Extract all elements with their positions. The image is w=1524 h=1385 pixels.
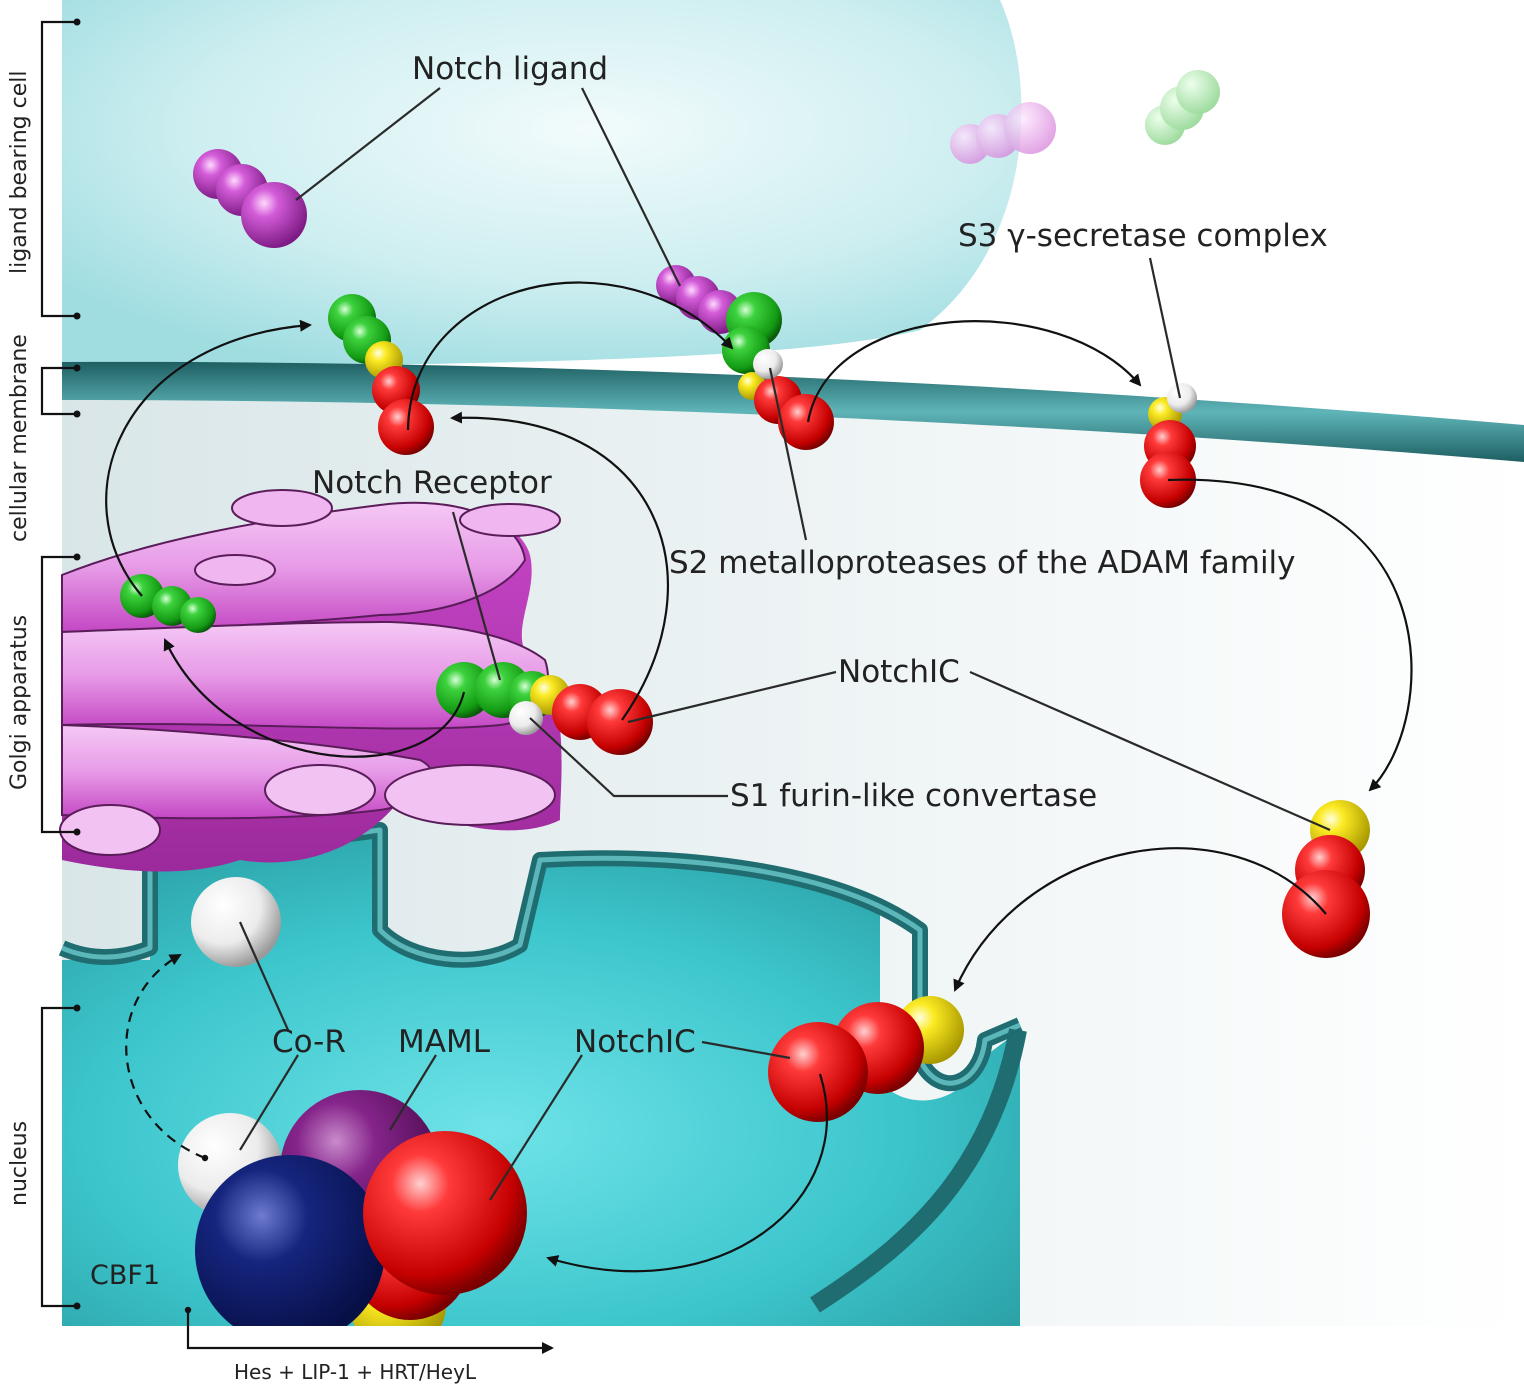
bracket-label-golgi: Golgi apparatus bbox=[7, 615, 32, 790]
label-notchic-cytoplasm: NotchIC bbox=[838, 654, 960, 690]
bracket-endpoints bbox=[73, 18, 81, 1310]
label-notchic-nucleus: NotchIC bbox=[574, 1024, 696, 1060]
faded-ligand-pair bbox=[950, 70, 1220, 164]
label-cbf1: CBF1 bbox=[90, 1260, 160, 1291]
transcription-complex bbox=[178, 1090, 527, 1353]
label-target-genes: Hes + LIP-1 + HRT/HeyL bbox=[234, 1360, 477, 1384]
co-r-free bbox=[191, 877, 281, 967]
label-notch-receptor: Notch Receptor bbox=[312, 465, 552, 501]
ligand-bearing-cell bbox=[62, 0, 1022, 368]
label-s2-metalloproteases: S2 metalloproteases of the ADAM family bbox=[669, 545, 1296, 581]
notch-ligand-free bbox=[193, 149, 307, 248]
bottom-margin bbox=[0, 1326, 1524, 1385]
label-notch-ligand: Notch ligand bbox=[412, 51, 608, 87]
bracket-label-nucleus: nucleus bbox=[7, 1121, 32, 1206]
leader-lines bbox=[238, 87, 1331, 1201]
pathway-arrows bbox=[105, 281, 1413, 1354]
label-s1-furin: S1 furin-like convertase bbox=[730, 778, 1097, 814]
notch-receptor-membrane bbox=[328, 294, 434, 455]
label-co-r: Co-R bbox=[272, 1024, 346, 1060]
side-brackets bbox=[40, 20, 77, 1308]
bracket-label-membrane: cellular membrane bbox=[7, 334, 32, 542]
golgi-notch-receptor bbox=[436, 662, 653, 755]
label-s3-secretase: S3 γ-secretase complex bbox=[958, 218, 1328, 254]
notchic-nuclear-entry bbox=[768, 996, 964, 1122]
bracket-label-ligand-cell: ligand bearing cell bbox=[7, 71, 32, 274]
ligand-receptor-complex bbox=[656, 265, 834, 450]
label-maml: MAML bbox=[398, 1024, 491, 1060]
